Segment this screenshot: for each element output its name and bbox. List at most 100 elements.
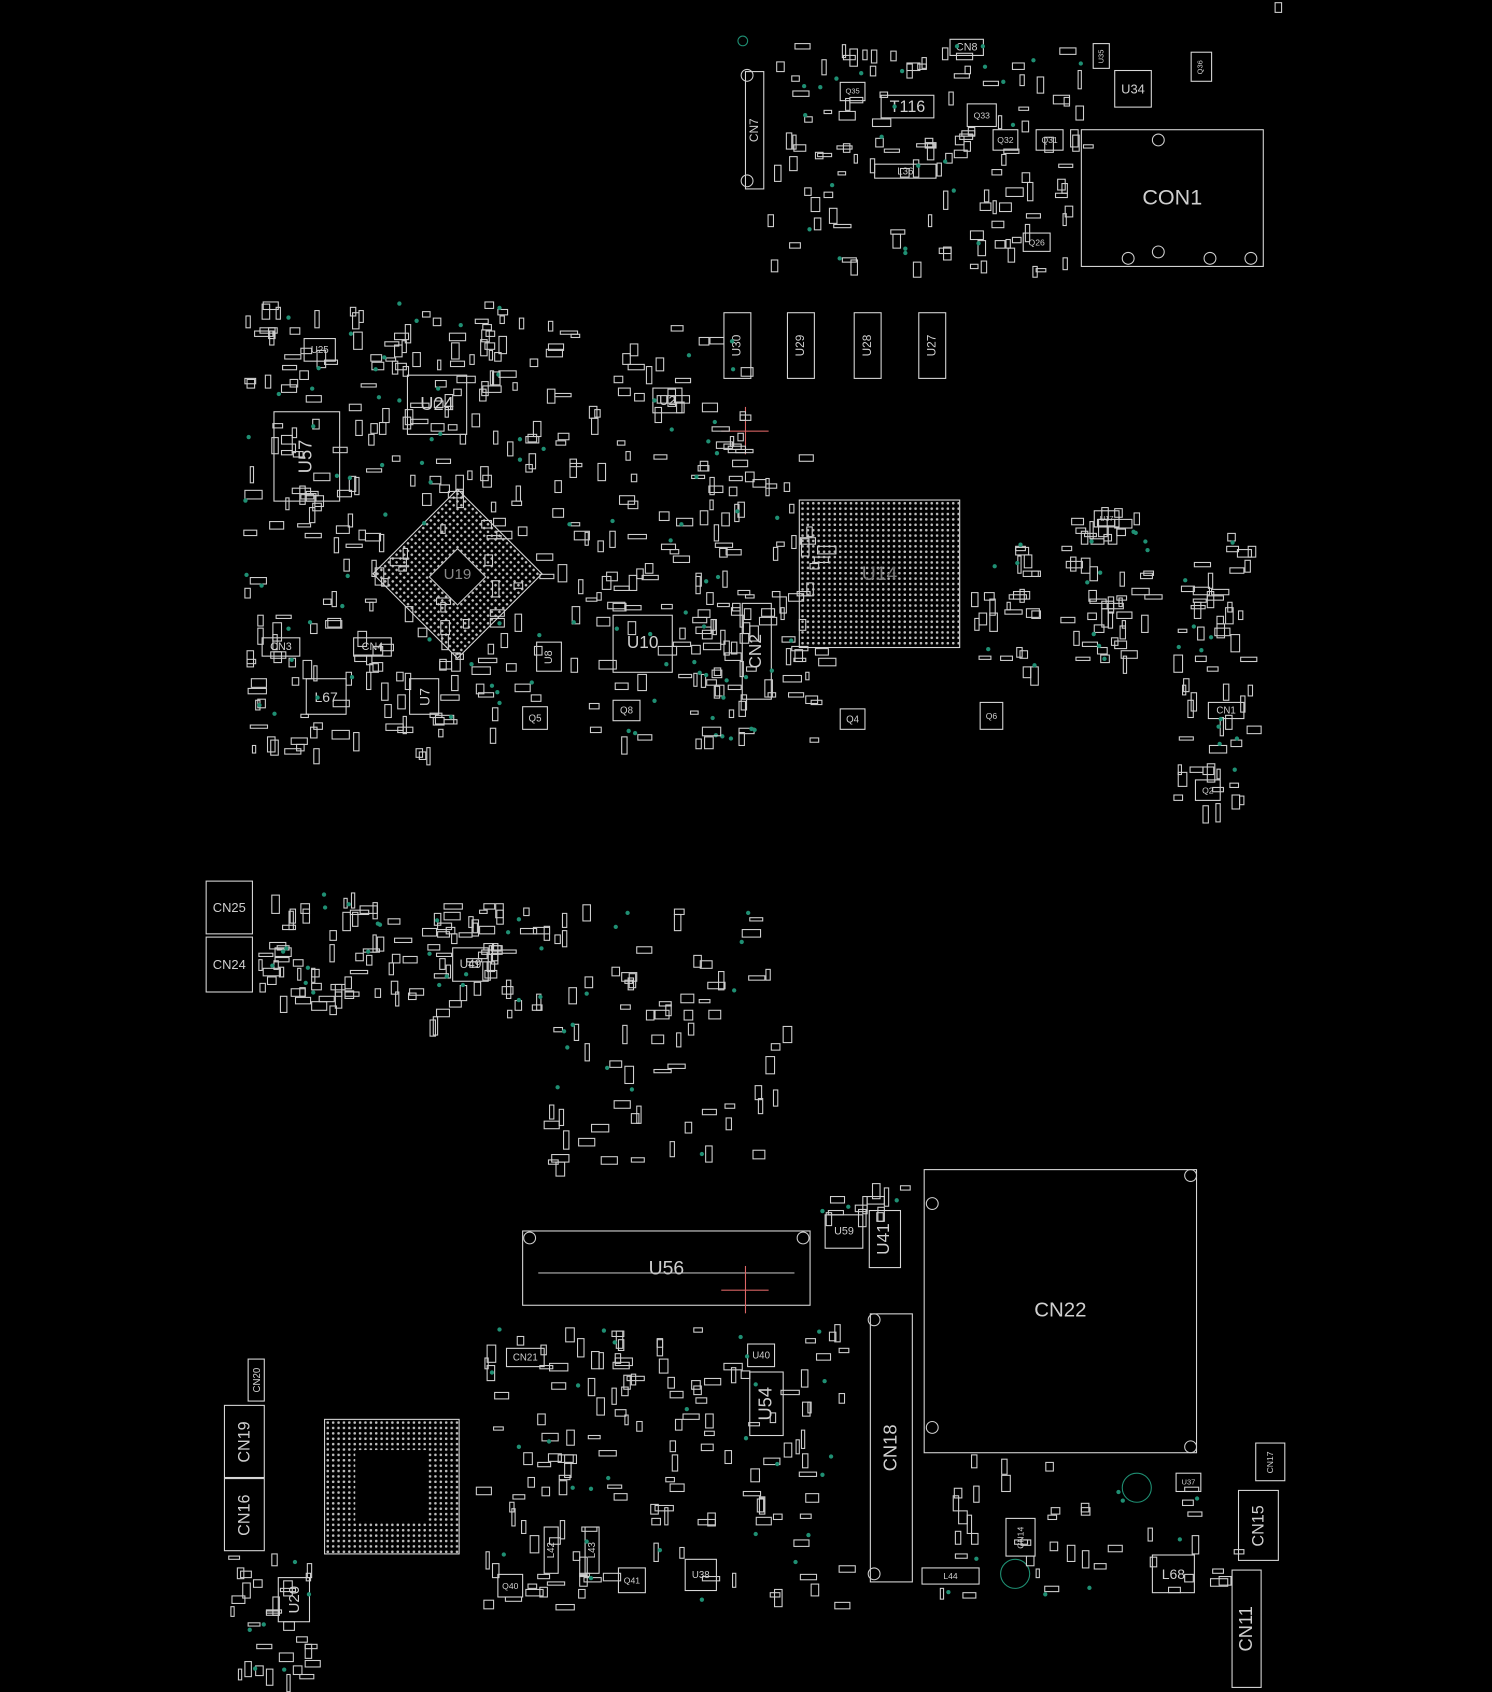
smd-pad: [1197, 626, 1205, 641]
component-q40[interactable]: Q40: [497, 1573, 524, 1598]
component-q5[interactable]: Q5: [522, 706, 548, 730]
component-cn20[interactable]: CN20: [247, 1358, 265, 1402]
component-cn17[interactable]: CN17: [1255, 1442, 1286, 1482]
component-cn25[interactable]: CN25: [205, 880, 253, 935]
component-t116[interactable]: T116: [880, 94, 935, 119]
smd-pad: [623, 979, 634, 985]
smd-pad: [493, 430, 499, 445]
smd-pad: [999, 655, 1014, 661]
smd-pad: [511, 500, 523, 506]
component-q33[interactable]: Q33: [966, 103, 997, 128]
via: [375, 921, 380, 926]
component-q6[interactable]: Q6: [979, 701, 1004, 730]
component-q41[interactable]: Q41: [617, 1567, 646, 1594]
via: [496, 372, 501, 378]
component-q36[interactable]: Q36: [1190, 51, 1213, 82]
smd-pad: [651, 1518, 662, 1526]
via: [693, 474, 699, 479]
component-l67[interactable]: L67: [305, 678, 347, 715]
component-cn4[interactable]: CN4: [353, 637, 392, 657]
component-u8[interactable]: U8: [536, 641, 562, 672]
smd-pad: [394, 991, 400, 1007]
component-u40[interactable]: U40: [747, 1343, 776, 1368]
component-u34[interactable]: U34: [1114, 69, 1152, 108]
component-q32[interactable]: Q32: [992, 129, 1019, 151]
component-label: Q33: [973, 110, 990, 121]
smd-pad: [1089, 521, 1094, 540]
component-u25[interactable]: U25: [303, 338, 336, 362]
connector-con1[interactable]: CON1: [1080, 129, 1264, 267]
smd-pad: [351, 891, 356, 909]
connector-cn18[interactable]: CN18: [869, 1313, 913, 1583]
smd-pad: [241, 1582, 251, 1599]
bga-chip-bottom[interactable]: [324, 1418, 460, 1555]
component-q4[interactable]: Q4: [839, 708, 866, 730]
bga-chip-u19[interactable]: U19: [372, 488, 543, 660]
smd-pad: [1088, 598, 1107, 605]
via: [770, 668, 775, 673]
smd-pad: [485, 330, 496, 338]
smd-pad: [679, 627, 686, 640]
smd-pad: [1107, 1544, 1123, 1553]
smd-pad: [603, 1573, 621, 1582]
component-cn11[interactable]: CN11: [1231, 1569, 1262, 1688]
component-cn15[interactable]: CN15: [1237, 1489, 1279, 1561]
smd-pad: [249, 576, 267, 585]
smd-pad: [765, 1056, 776, 1075]
via: [1218, 717, 1223, 722]
smd-pad: [705, 591, 715, 606]
component-u7[interactable]: U7: [409, 678, 440, 715]
component-u38[interactable]: U38: [684, 1558, 717, 1592]
smd-pad: [667, 1063, 686, 1069]
smd-pad: [772, 546, 779, 561]
smd-pad: [1087, 612, 1097, 621]
component-cn19[interactable]: CN19: [223, 1404, 265, 1479]
component-q31[interactable]: Q31: [1035, 129, 1064, 151]
component-cn7[interactable]: CN7: [744, 71, 765, 190]
connector-cn22[interactable]: CN22: [923, 1169, 1198, 1454]
via: [517, 998, 522, 1003]
via: [788, 638, 794, 643]
component-cn2[interactable]: CN2: [741, 602, 772, 700]
smd-pad: [1131, 588, 1150, 596]
via: [335, 473, 340, 478]
smd-pad: [739, 614, 744, 628]
smd-pad: [799, 1574, 818, 1580]
smd-pad: [450, 341, 460, 360]
smd-pad: [628, 575, 638, 592]
smd-pad: [684, 1121, 693, 1134]
via: [397, 301, 402, 307]
component-u29[interactable]: U29: [786, 312, 815, 379]
smd-pad: [789, 242, 801, 249]
via: [745, 1354, 750, 1359]
component-cn21[interactable]: CN21: [505, 1347, 545, 1368]
component-q26[interactable]: Q26: [1022, 232, 1051, 252]
component-l44[interactable]: L44: [921, 1567, 980, 1585]
component-u27[interactable]: U27: [918, 312, 947, 379]
component-cn14[interactable]: CN14: [1005, 1517, 1036, 1557]
component-l42[interactable]: L42: [543, 1526, 559, 1574]
component-u28[interactable]: U28: [853, 312, 882, 379]
smd-pad: [595, 616, 611, 627]
component-q8[interactable]: Q8: [612, 699, 641, 722]
component-cn3[interactable]: CN3: [261, 637, 301, 657]
via: [306, 965, 311, 970]
component-cn24[interactable]: CN24: [205, 936, 253, 993]
via: [699, 1598, 705, 1603]
bga-chip-u14[interactable]: U14: [798, 499, 961, 649]
smd-pad: [700, 1443, 714, 1451]
via: [380, 462, 385, 467]
component-q35[interactable]: Q35: [839, 81, 866, 102]
slot-u56[interactable]: U56: [522, 1230, 811, 1306]
component-u54[interactable]: U54: [749, 1371, 784, 1437]
component-label: Q4: [846, 713, 860, 725]
component-cn1[interactable]: CN1: [1207, 701, 1245, 720]
smd-pad: [700, 673, 707, 688]
smd-pad: [486, 1344, 497, 1363]
component-u30[interactable]: U30: [723, 312, 752, 379]
mounting-hole: [1184, 1440, 1198, 1454]
component-u35[interactable]: U35: [1092, 43, 1110, 69]
component-cn16[interactable]: CN16: [223, 1478, 265, 1552]
smd-pad: [290, 327, 301, 335]
component-u10[interactable]: U10: [612, 614, 673, 673]
